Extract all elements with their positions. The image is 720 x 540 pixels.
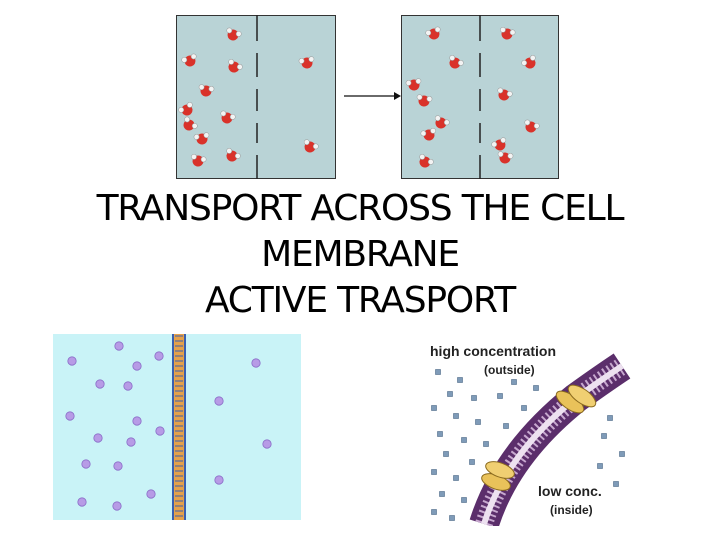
molecule-particle <box>438 432 443 437</box>
molecule-particle <box>444 452 449 457</box>
molecule-particle <box>458 378 463 383</box>
solute-particle <box>133 417 141 425</box>
molecule-particle <box>472 396 477 401</box>
label-high-concentration: high concentration <box>430 343 556 359</box>
solute-particle <box>96 380 104 388</box>
molecule-particle <box>448 392 453 397</box>
molecule-particle <box>504 424 509 429</box>
solute-particle <box>78 498 86 506</box>
title-line-1: TRANSPORT ACROSS THE CELL <box>0 186 720 232</box>
molecule-particle <box>602 434 607 439</box>
molecule-particle <box>436 370 441 375</box>
solute-particle <box>215 397 223 405</box>
solute-particle <box>252 359 260 367</box>
solute-particle <box>147 490 155 498</box>
osmosis-before-diagram <box>176 15 336 179</box>
solute-particle <box>115 342 123 350</box>
molecule-particle <box>614 482 619 487</box>
solute-particle <box>113 502 121 510</box>
molecule-particle <box>512 380 517 385</box>
solute-particle <box>94 434 102 442</box>
active-transport-panel: high concentration (outside) low conc. (… <box>426 336 636 526</box>
molecule-particle <box>608 416 613 421</box>
solute-particle <box>114 462 122 470</box>
diffusion-diagram <box>53 334 301 520</box>
solute-particle <box>133 362 141 370</box>
solute-particle <box>66 412 74 420</box>
osmosis-before-panel <box>176 15 336 179</box>
solute-particle <box>82 460 90 468</box>
molecule-particle <box>432 510 437 515</box>
molecule-particle <box>484 442 489 447</box>
molecule-particle <box>432 406 437 411</box>
molecule-particle <box>432 470 437 475</box>
osmosis-after-diagram <box>401 15 559 179</box>
diffusion-panel <box>53 334 301 520</box>
molecule-particle <box>470 460 475 465</box>
label-outside: (outside) <box>484 363 535 377</box>
molecule-particle <box>522 406 527 411</box>
title-line-3: ACTIVE TRASPORT <box>0 278 720 324</box>
label-low-concentration: low conc. <box>538 483 602 499</box>
label-inside: (inside) <box>550 503 593 517</box>
molecule-particle <box>498 394 503 399</box>
right-arrow-icon <box>342 88 402 104</box>
molecule-particle <box>440 492 445 497</box>
active-transport-diagram: high concentration (outside) low conc. (… <box>426 336 636 526</box>
molecule-particle <box>476 420 481 425</box>
solute-particle <box>68 357 76 365</box>
solute-particle <box>156 427 164 435</box>
membrane-bar <box>172 334 186 520</box>
molecule-particle <box>454 476 459 481</box>
osmosis-after-panel <box>401 15 559 179</box>
molecule-particle <box>534 386 539 391</box>
solute-particle <box>127 438 135 446</box>
molecule-particle <box>454 414 459 419</box>
cell-membrane-bilayer <box>484 366 622 524</box>
solute-particle <box>215 476 223 484</box>
solute-particle <box>263 440 271 448</box>
solute-particle <box>155 352 163 360</box>
slide-title: TRANSPORT ACROSS THE CELL MEMBRANE ACTIV… <box>0 186 720 324</box>
molecule-particle <box>598 464 603 469</box>
solute-particle <box>124 382 132 390</box>
molecule-particle <box>462 438 467 443</box>
molecule-particle <box>462 498 467 503</box>
molecule-particle <box>450 516 455 521</box>
title-line-2: MEMBRANE <box>0 232 720 278</box>
molecule-particle <box>620 452 625 457</box>
